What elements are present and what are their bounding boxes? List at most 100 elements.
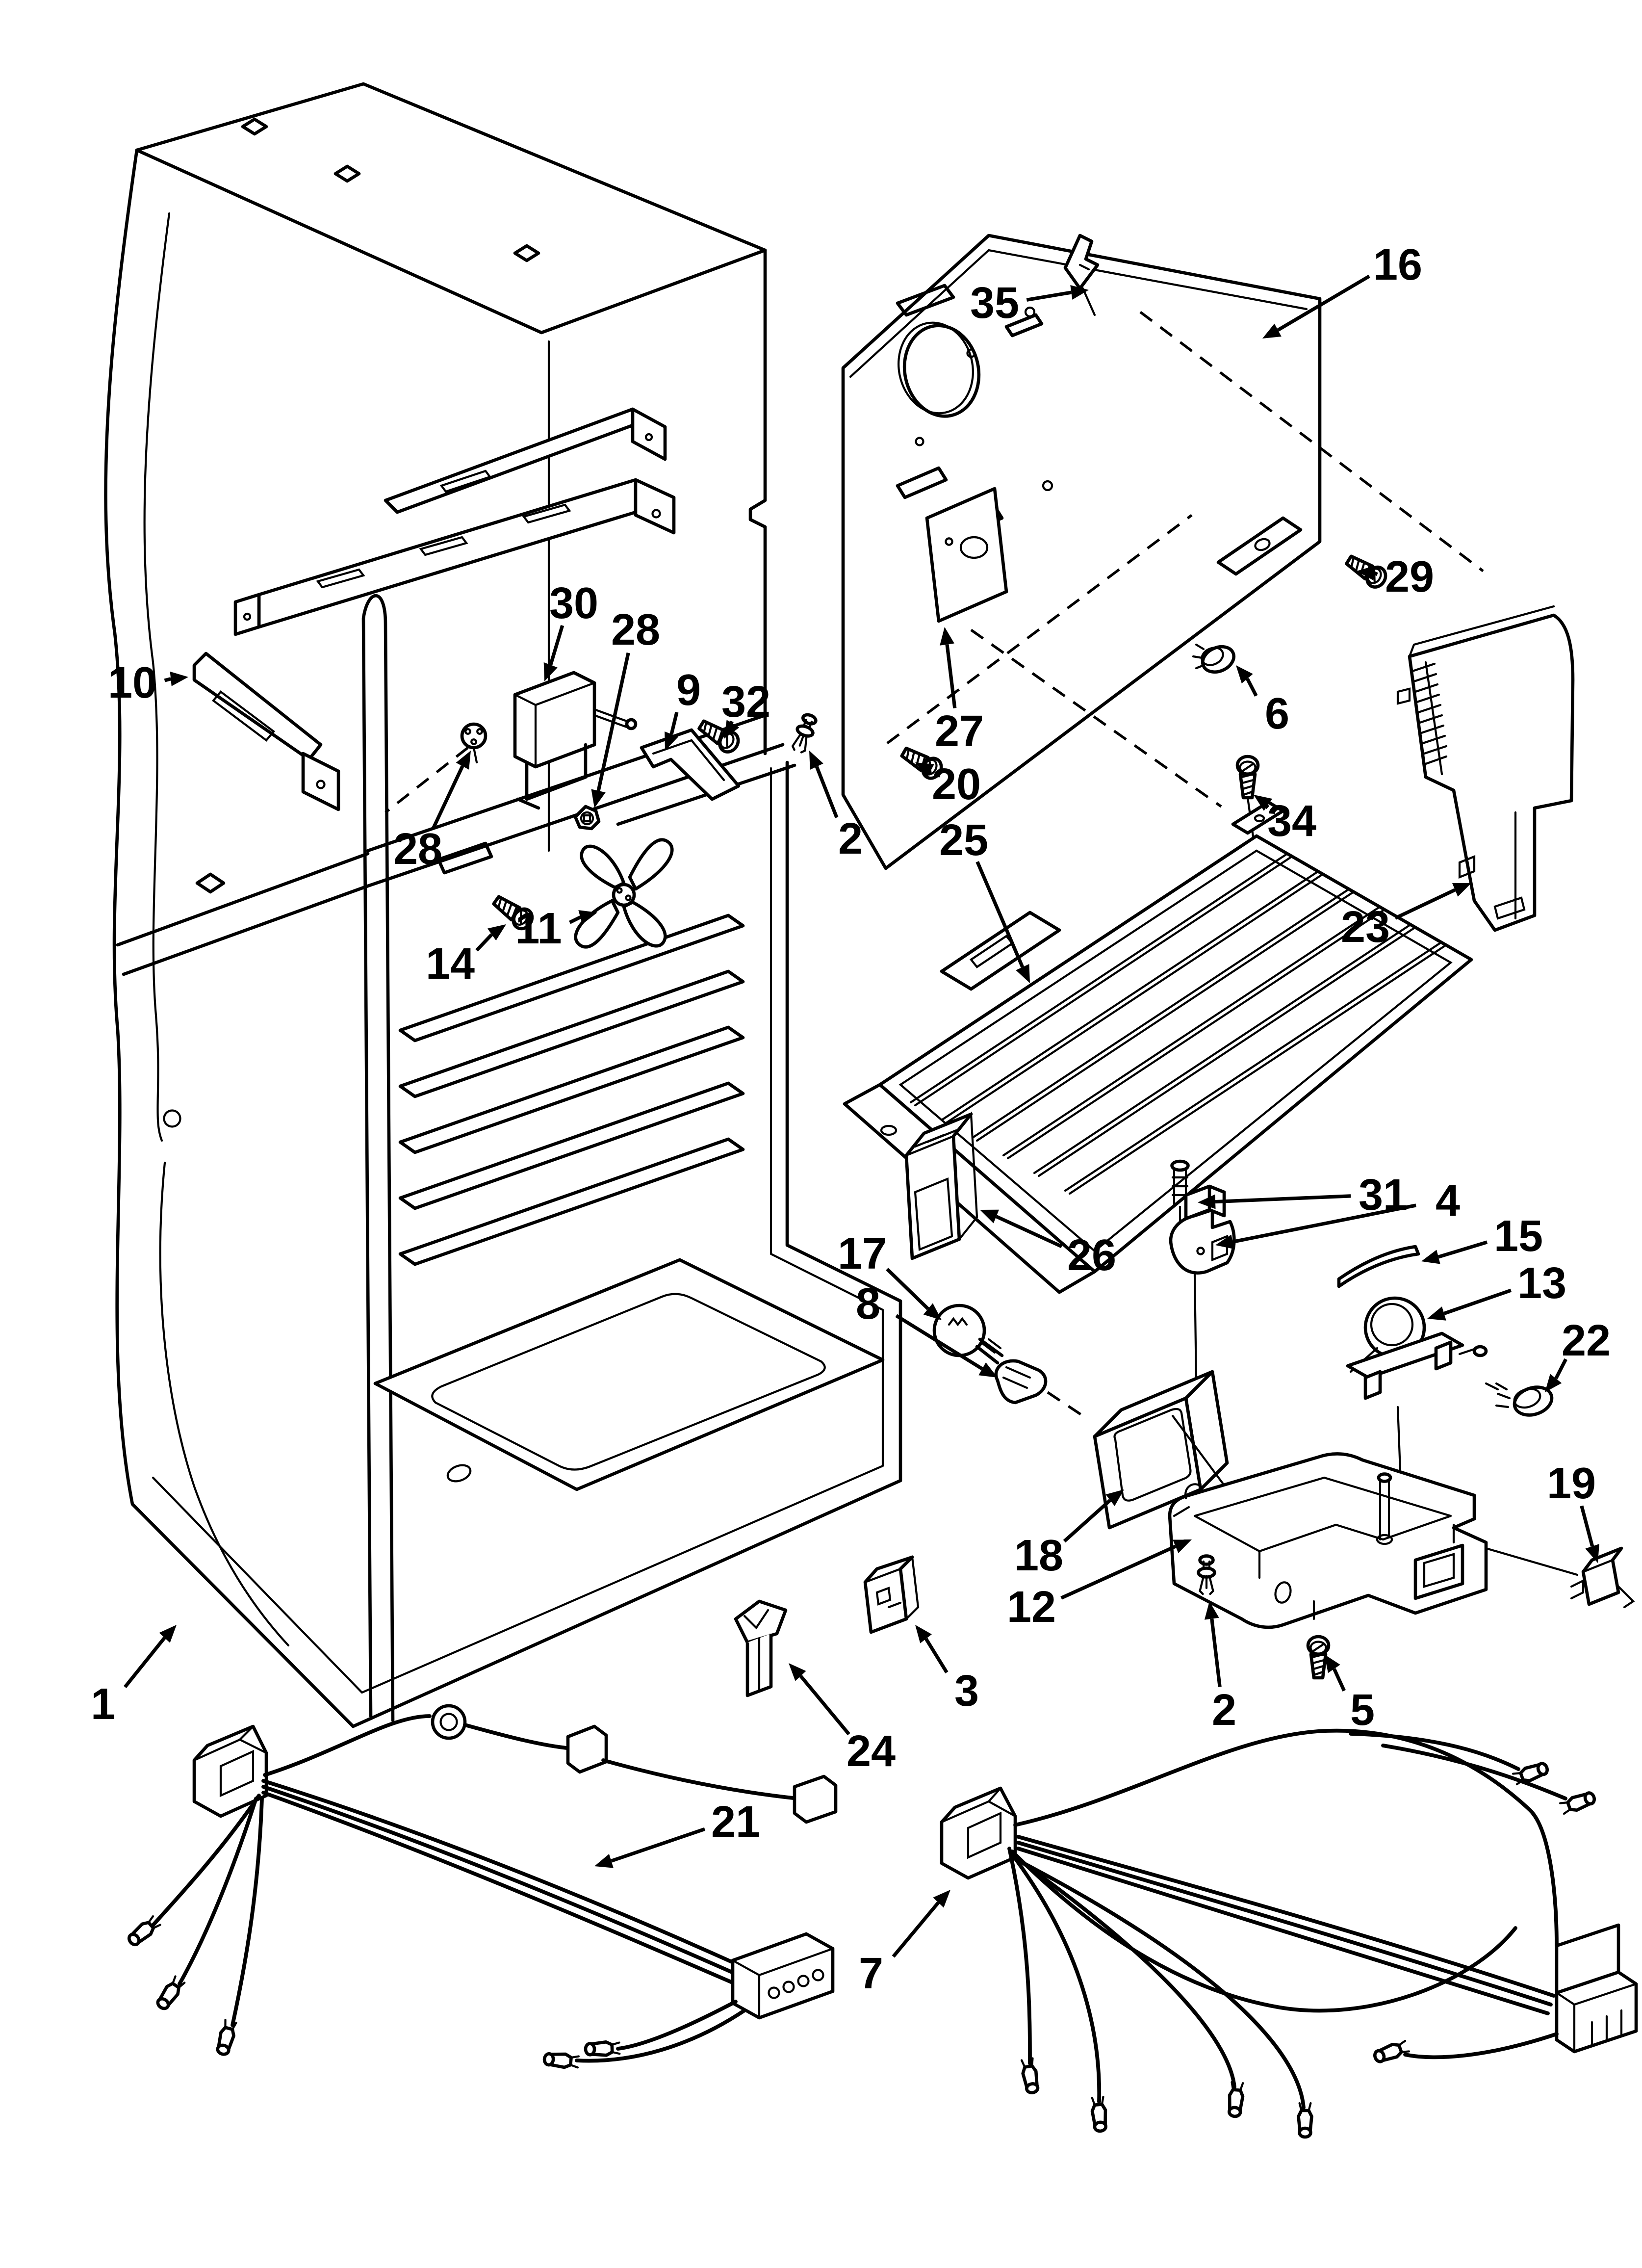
callout-arrowhead: [665, 731, 679, 751]
callout-leader-line: [1554, 1358, 1567, 1380]
callout-label: 35: [970, 279, 1019, 328]
callout-label: 25: [939, 816, 988, 865]
callout-label: 14: [426, 939, 475, 989]
callout-arrowhead: [591, 789, 606, 808]
callout-arrowhead: [594, 1853, 614, 1868]
callout-21: 21: [594, 1798, 760, 1868]
callout-23: 23: [1341, 883, 1471, 952]
fan-opening: [902, 324, 981, 418]
liner-bottom-inner-edges: [152, 767, 884, 1694]
control-housing: [1168, 1452, 1635, 1678]
callout-7: 7: [859, 1890, 950, 1998]
access-plate-27: [925, 487, 1008, 623]
callout-2: 2: [1204, 1601, 1236, 1735]
callout-leader-line: [815, 766, 839, 818]
crisper-floor: [373, 1258, 885, 1491]
callout-24: 24: [789, 1663, 896, 1776]
callout-arrowhead: [578, 910, 597, 925]
temperature-control-13: [1346, 1296, 1488, 1485]
air-duct-panel-25: [843, 800, 1473, 1294]
shelf-rail: [398, 1081, 745, 1210]
callout-3: 3: [915, 1625, 979, 1716]
harness-7-terminal-block: [1555, 1970, 1638, 2054]
liner-inner-contour-upper: [143, 212, 171, 1142]
callout-arrowhead: [1452, 883, 1471, 897]
side-wall-hole: [163, 1109, 181, 1128]
callout-leader-line: [892, 1901, 940, 1958]
callout-10: 10: [108, 658, 188, 707]
shelf-clip-3: [863, 1555, 920, 1634]
callout-leader-line: [895, 1314, 983, 1371]
callout-arrowhead: [1198, 1194, 1216, 1209]
push-pin-2: [790, 713, 818, 754]
callout-label: 28: [611, 605, 660, 654]
wire-harness-21: [127, 1704, 838, 2068]
callout-17: 17: [838, 1229, 942, 1320]
callout-leader-line: [1210, 1618, 1222, 1687]
callout-arrowhead: [1173, 1539, 1192, 1553]
callout-arrowhead: [933, 1890, 950, 1908]
panel-corner-flange: [1216, 516, 1303, 576]
callout-1: 1: [91, 1625, 177, 1729]
clip-19: [1570, 1546, 1635, 1609]
callout-leader-line: [975, 861, 1025, 968]
callout-leader-line: [1437, 1240, 1488, 1259]
callout-label: 4: [1436, 1176, 1460, 1225]
shelf-rail: [398, 1137, 745, 1266]
lamp-socket-8: [981, 1359, 1084, 1417]
callout-label: 12: [1007, 1583, 1056, 1632]
callout-5: 5: [1324, 1654, 1375, 1735]
callout-leader-line: [1060, 1544, 1177, 1600]
callout-leader-line: [124, 1637, 166, 1689]
callout-arrowhead: [915, 762, 934, 778]
callout-arrowhead: [1545, 1374, 1562, 1392]
hole-plug-6: [1192, 643, 1235, 674]
callout-label: 3: [954, 1667, 979, 1716]
callout-27: 27: [935, 627, 984, 756]
callout-arrowhead: [1016, 964, 1030, 983]
callout-arrowhead: [1236, 665, 1253, 684]
callout-label: 29: [1385, 552, 1434, 601]
callout-label: 34: [1267, 797, 1316, 846]
refrigerator-liner: [104, 82, 902, 1728]
callout-label: 32: [721, 678, 770, 727]
callout-leader-line: [431, 765, 464, 830]
callout-leader-line: [995, 1215, 1063, 1249]
callout-arrowhead: [1262, 323, 1282, 339]
callout-14: 14: [426, 924, 506, 989]
callout-leader-line: [1443, 1288, 1512, 1315]
callout-28: 28: [393, 751, 471, 874]
wire-harness-7: [940, 1728, 1638, 2137]
callout-label: 27: [935, 707, 984, 756]
callout-label: 20: [932, 760, 981, 809]
callout-arrowhead: [170, 671, 188, 686]
callout-leader-line: [924, 1638, 949, 1674]
callout-leader-line: [1580, 1505, 1594, 1547]
callout-arrowhead: [159, 1625, 177, 1643]
callout-arrowhead: [1215, 1234, 1234, 1250]
callout-20: 20: [915, 760, 981, 809]
callout-arrowhead: [1585, 1544, 1599, 1563]
callout-11: 11: [515, 904, 597, 953]
harness-grommet: [431, 1704, 467, 1740]
callout-arrowhead: [789, 1663, 806, 1681]
callout-30: 30: [543, 579, 598, 681]
callout-arrowhead: [1357, 566, 1375, 580]
crisper-pan-recess: [431, 1293, 826, 1471]
callout-leader-line: [1063, 1499, 1111, 1543]
callout-label: 28: [393, 825, 442, 874]
callout-25: 25: [939, 816, 1030, 983]
callout-18: 18: [1014, 1489, 1124, 1580]
callout-arrowhead: [1070, 285, 1089, 300]
callout-arrowhead: [923, 1303, 942, 1320]
callout-label: 18: [1014, 1531, 1063, 1580]
liner-bottom-front-edges: [351, 760, 902, 1728]
callout-arrowhead: [980, 1209, 999, 1224]
liner-inner-contour-lower: [159, 1161, 290, 1647]
drain-hole: [446, 1464, 472, 1483]
duct-clip-26: [904, 1111, 978, 1260]
callout-32: 32: [721, 678, 770, 739]
shelf-rail: [398, 969, 745, 1098]
